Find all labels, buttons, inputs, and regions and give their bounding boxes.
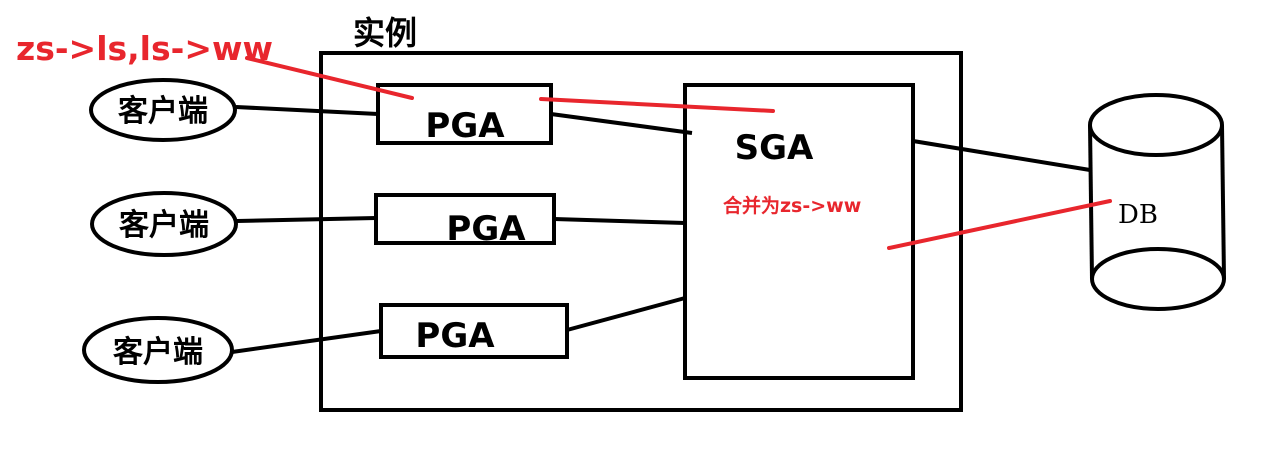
client-label-1: 客户端 — [118, 94, 208, 129]
connector-client1-pga1 — [235, 105, 379, 116]
annotation-merge-sequence: zs->ls,ls->ww — [16, 29, 273, 68]
connector-pga2-sga — [553, 217, 686, 225]
connector-pga1-sga — [550, 112, 693, 135]
client-label-2: 客户端 — [119, 208, 209, 243]
instance-title: 实例 — [353, 14, 417, 52]
sga-label: SGA — [735, 128, 814, 168]
sga-box — [683, 83, 915, 380]
annotation-stroke-to-pga — [245, 56, 414, 100]
pga-label-3: PGA — [415, 316, 495, 356]
connector-client3-pga3 — [231, 329, 382, 354]
db-label: DB — [1118, 200, 1158, 230]
annotation-stroke-pga-to-sga — [539, 97, 775, 113]
pga-label-1: PGA — [425, 106, 505, 146]
connector-pga3-sga — [566, 296, 686, 332]
db-cylinder — [1088, 93, 1226, 311]
connector-client2-pga2 — [236, 216, 377, 223]
annotation-stroke-sga-to-db — [887, 199, 1112, 250]
client-label-3: 客户端 — [113, 335, 203, 370]
pga-label-2: PGA — [446, 209, 526, 249]
client-ellipse-2 — [90, 191, 238, 257]
annotation-merge-result: 合并为zs->ww — [723, 194, 861, 217]
connector-sga-db — [912, 139, 1091, 172]
client-ellipse-1 — [89, 78, 237, 142]
